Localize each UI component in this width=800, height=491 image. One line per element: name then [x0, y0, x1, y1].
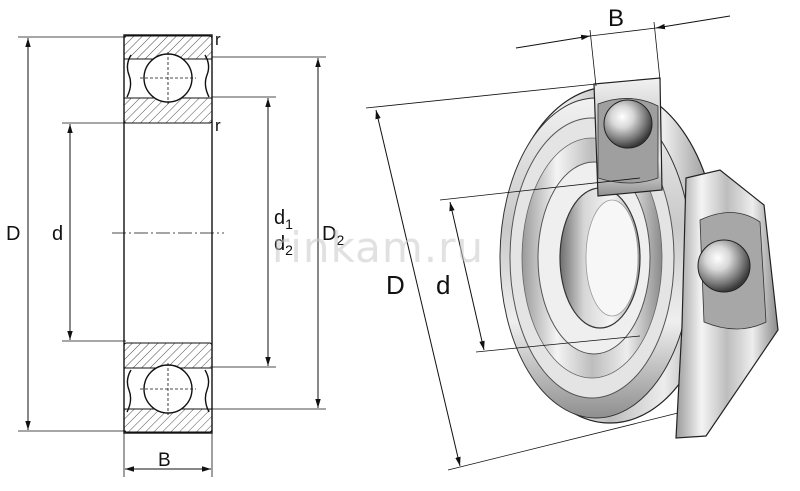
persp-B-between	[589, 27, 657, 37]
label-D2: D2	[322, 223, 344, 248]
section-view: D d d1 d2 D2 B r r	[6, 30, 344, 477]
label-B-persp: B	[608, 5, 624, 32]
persp-B-arrow-left	[515, 34, 591, 49]
label-D-persp: D	[386, 270, 405, 300]
seal-bottom-left	[126, 369, 132, 413]
label-d-persp: d	[436, 270, 450, 300]
label-r-top: r	[215, 30, 221, 49]
persp-dimension-d-line	[449, 201, 485, 351]
bearing-outline	[123, 34, 213, 434]
seal-top-left	[126, 54, 132, 98]
persp-B-arrow-right	[655, 15, 731, 30]
perspective-view: B D d	[365, 5, 779, 471]
persp-dimension-D-line	[375, 109, 461, 467]
persp-B-extension-left	[589, 29, 597, 87]
persp-B-extension-right	[653, 21, 661, 81]
watermark-text: rinkam.ru	[272, 223, 484, 272]
persp-d-extension-bottom	[475, 335, 641, 353]
persp-D-extension-bottom	[447, 411, 683, 471]
ball-persp-top	[603, 99, 653, 149]
label-d1: d1	[274, 207, 293, 232]
bore-far-edge	[585, 199, 639, 317]
label-d2: d2	[274, 233, 293, 258]
persp-d-extension-top	[439, 177, 641, 201]
label-r-bottom: r	[215, 116, 221, 135]
inner-ring-top-section	[123, 97, 213, 124]
outer-ring-top-section	[123, 35, 213, 60]
ball-persp-bottom	[697, 239, 751, 293]
seal-bottom-right	[204, 369, 210, 413]
label-d: d	[52, 223, 63, 245]
label-B-section: B	[158, 450, 171, 471]
persp-D-extension-top	[365, 83, 597, 109]
seal-top-right	[204, 54, 210, 98]
label-D: D	[6, 223, 20, 245]
inner-ring-bottom-section	[123, 342, 213, 369]
